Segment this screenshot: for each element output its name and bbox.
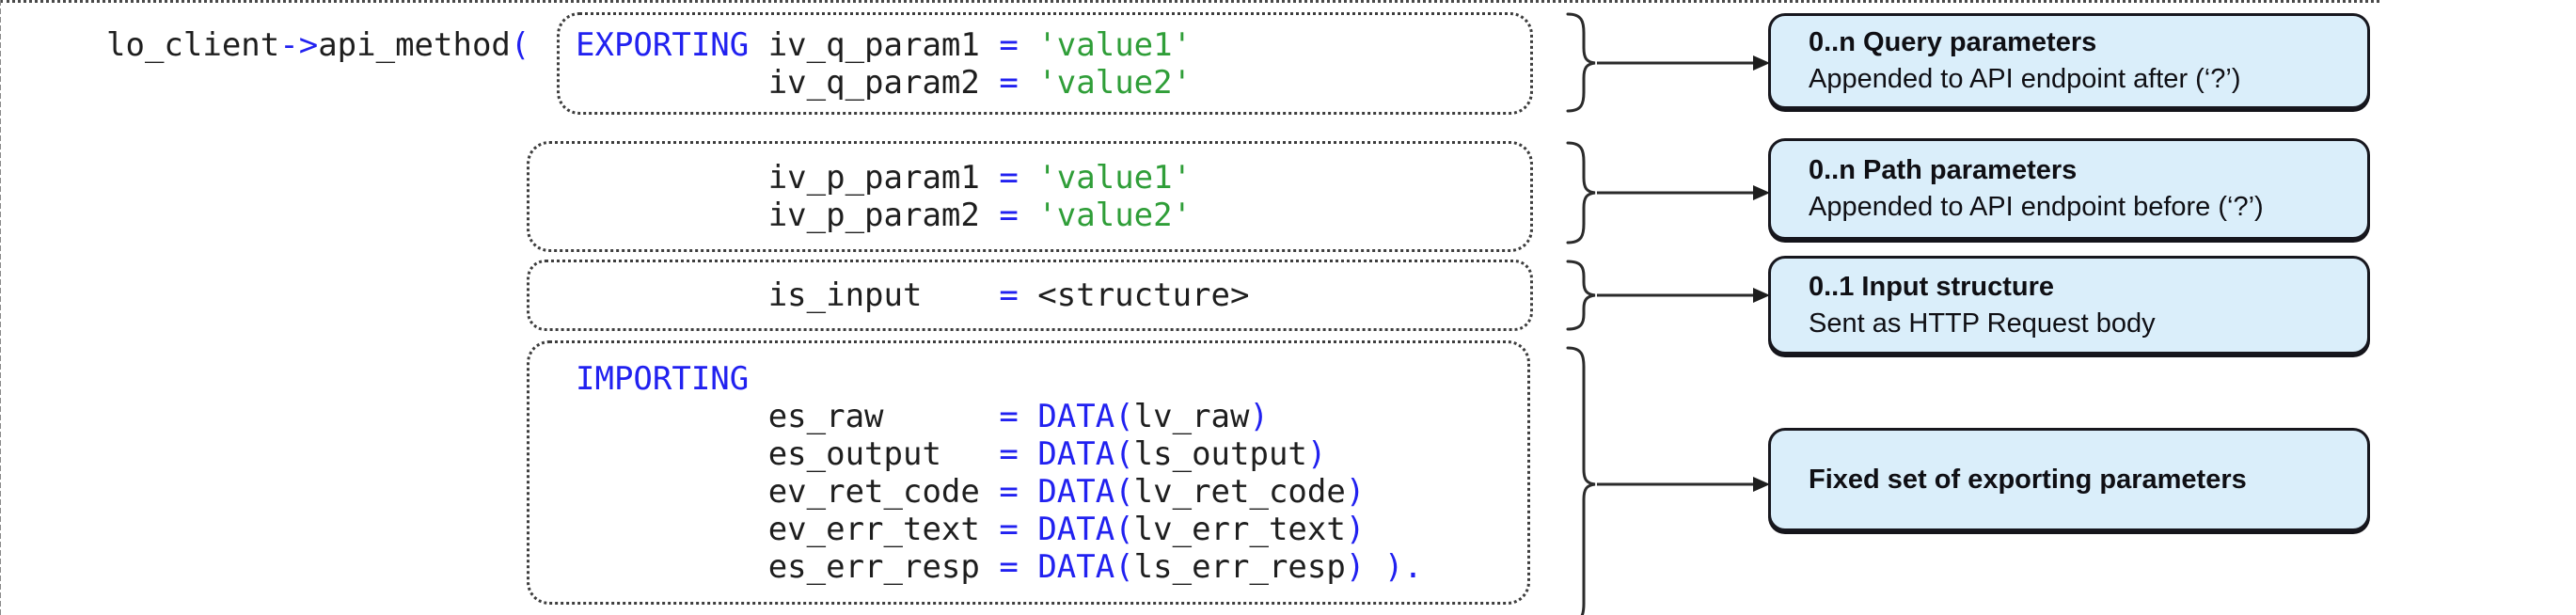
code-block-query-parameters: EXPORTING iv_q_param1 = 'value1' iv_q_pa… [576, 25, 1193, 102]
code-block-exporting-parameters: IMPORTING es_raw = DATA(lv_raw) es_outpu… [576, 359, 1423, 586]
annotation-subtitle: Sent as HTTP Request body [1809, 308, 2156, 339]
cropped-dashed-border-left [0, 0, 1, 615]
curly-brace-input [1566, 260, 1596, 331]
annotation-card-input-structure: 0..1 Input structure Sent as HTTP Reques… [1768, 256, 2370, 355]
arrow-to-exporting-card [1597, 477, 1770, 492]
annotation-card-path-parameters: 0..n Path parameters Appended to API end… [1768, 138, 2370, 240]
dashed-box-query-parameters: EXPORTING iv_q_param1 = 'value1' iv_q_pa… [557, 12, 1533, 115]
annotation-card-query-parameters: 0..n Query parameters Appended to API en… [1768, 13, 2370, 109]
arrow-to-path-card [1597, 185, 1770, 200]
dashed-box-exporting-parameters: IMPORTING es_raw = DATA(lv_raw) es_outpu… [527, 340, 1530, 605]
annotation-title: Fixed set of exporting parameters [1809, 464, 2247, 495]
curly-brace-path [1566, 141, 1596, 244]
method-call-code: lo_client->api_method( [106, 26, 530, 64]
cropped-dashed-border-top [0, 0, 2379, 3]
arrow-to-input-card [1597, 288, 1770, 303]
curly-brace-exporting [1566, 346, 1596, 615]
dashed-box-input-structure: is_input = <structure> [527, 260, 1533, 331]
annotation-subtitle: Appended to API endpoint after (‘?’) [1809, 64, 2241, 94]
annotation-title: 0..n Path parameters [1809, 155, 2078, 185]
annotation-subtitle: Appended to API endpoint before (‘?’) [1809, 192, 2264, 222]
arrow-to-query-card [1597, 55, 1770, 71]
annotation-title: 0..1 Input structure [1809, 271, 2055, 302]
dashed-box-path-parameters: iv_p_param1 = 'value1' iv_p_param2 = 'va… [527, 141, 1533, 252]
annotation-title: 0..n Query parameters [1809, 27, 2097, 57]
curly-brace-query [1566, 12, 1596, 113]
code-block-input-structure: is_input = <structure> [576, 276, 1250, 314]
code-block-path-parameters: iv_p_param1 = 'value1' iv_p_param2 = 'va… [576, 159, 1193, 234]
annotation-card-exporting-parameters: Fixed set of exporting parameters [1768, 428, 2370, 531]
